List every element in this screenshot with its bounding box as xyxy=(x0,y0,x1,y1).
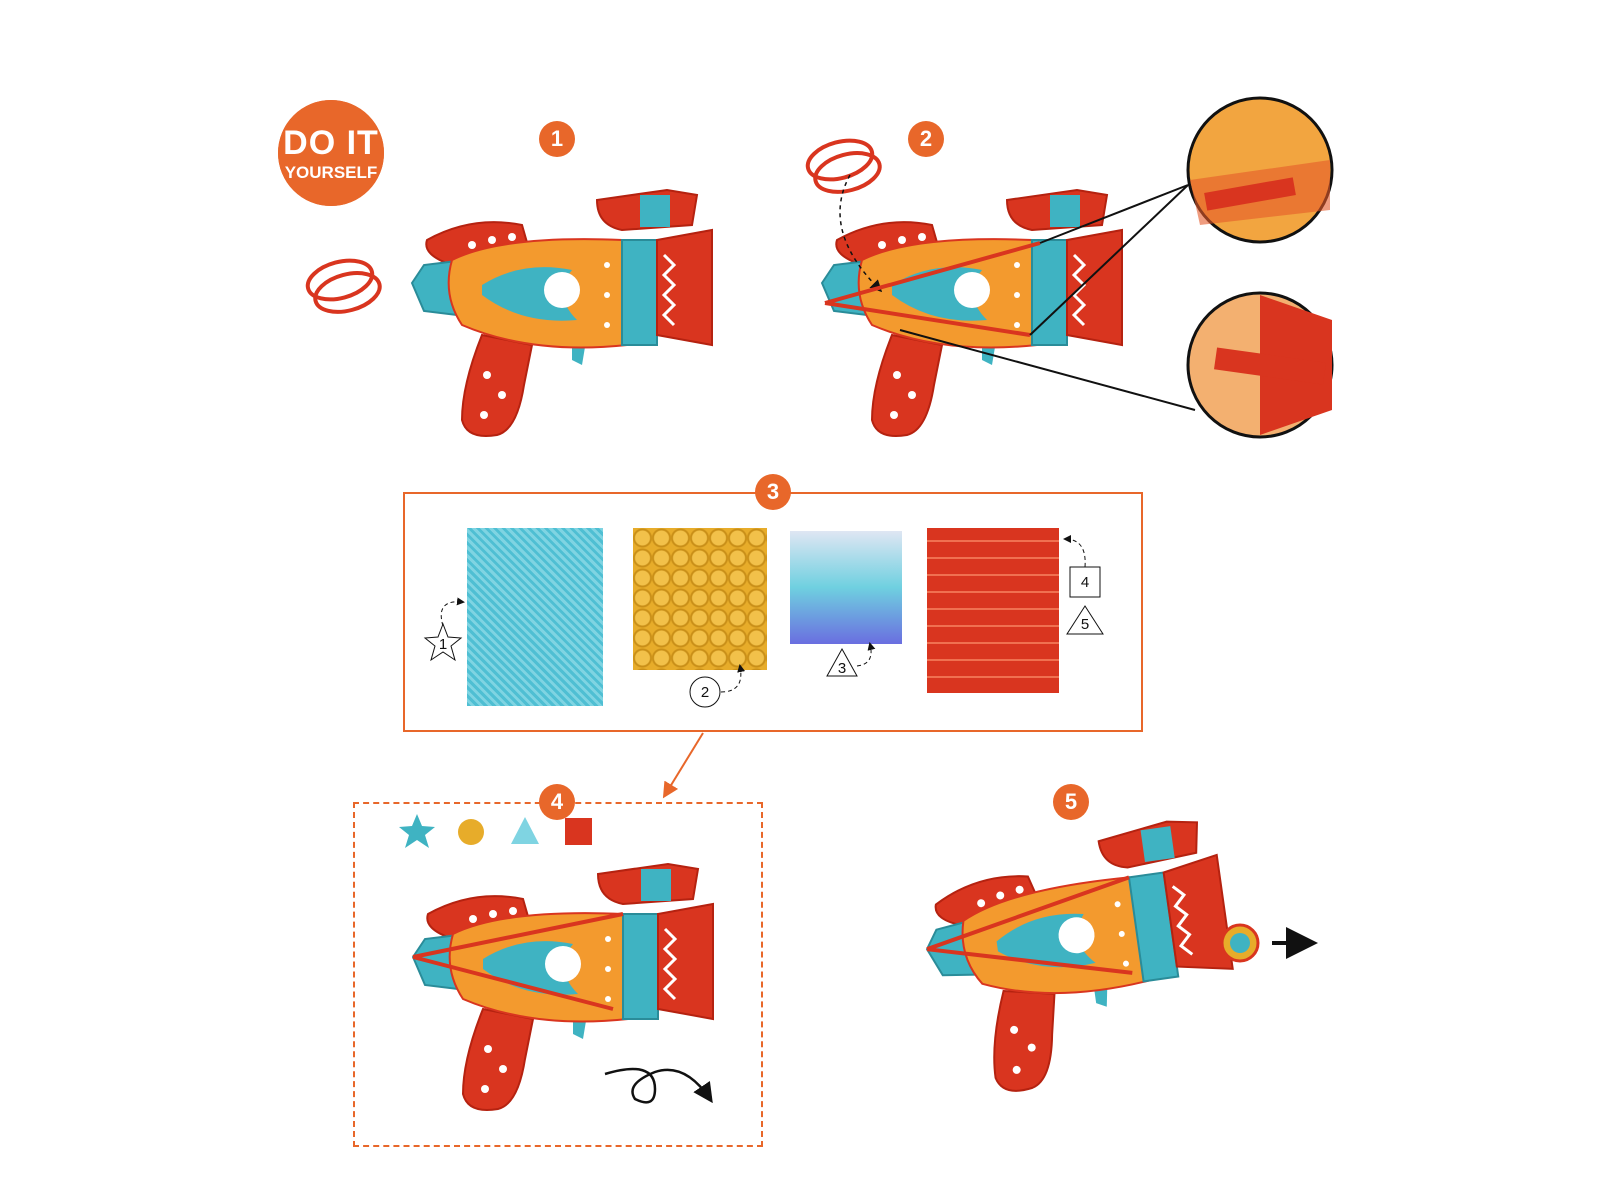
marker-label: 3 xyxy=(837,659,847,677)
triangle-marker-icon xyxy=(826,647,858,677)
square-marker-icon xyxy=(1069,566,1101,598)
step-3-sticker-panel: 1 2 3 4 5 xyxy=(403,492,1143,732)
step-3-markers xyxy=(423,535,1104,708)
flip-arrow-icon xyxy=(604,1067,713,1104)
callout-line xyxy=(1039,184,1189,244)
step-5-badge: 5 xyxy=(1053,784,1089,820)
callout-line xyxy=(1029,184,1189,336)
triangle-marker-icon xyxy=(1066,605,1104,635)
circle-marker-icon xyxy=(689,676,721,708)
rubber-band-line xyxy=(824,241,1041,337)
detail-circle-bottom xyxy=(1186,291,1334,439)
marker-label: 2 xyxy=(700,683,710,701)
do-it-yourself-logo: DO IT YOURSELF xyxy=(278,100,384,206)
detail-circle-top xyxy=(1186,96,1334,244)
blue-star-sticker-icon xyxy=(399,814,435,848)
step-4-gun-image xyxy=(411,862,715,1112)
step-4-badge: 4 xyxy=(539,784,575,820)
logo-line-2: YOURSELF xyxy=(284,162,378,182)
marker-label: 5 xyxy=(1080,615,1090,633)
star-marker-icon xyxy=(423,622,463,662)
sticker-legend xyxy=(399,814,713,1104)
marker-label: 4 xyxy=(1080,573,1090,591)
holo-triangle-sticker-icon xyxy=(511,817,539,844)
marker-label: 1 xyxy=(438,635,448,653)
callout-line xyxy=(899,329,1196,411)
gold-circle-sheet xyxy=(633,528,767,670)
logo-line-1: DO IT xyxy=(283,123,379,162)
dashed-arrow xyxy=(839,174,883,293)
step-3-badge: 3 xyxy=(755,474,791,510)
red-square-sheet xyxy=(927,528,1059,693)
holographic-triangle-sheet xyxy=(790,531,902,644)
blue-glitter-star-sheet xyxy=(467,528,603,706)
step-1-badge: 1 xyxy=(539,121,575,157)
gold-circle-sticker-icon xyxy=(458,819,484,845)
step-5-gun-image xyxy=(912,813,1247,1103)
red-square-sticker-icon xyxy=(565,818,592,845)
step-2-badge: 2 xyxy=(908,121,944,157)
